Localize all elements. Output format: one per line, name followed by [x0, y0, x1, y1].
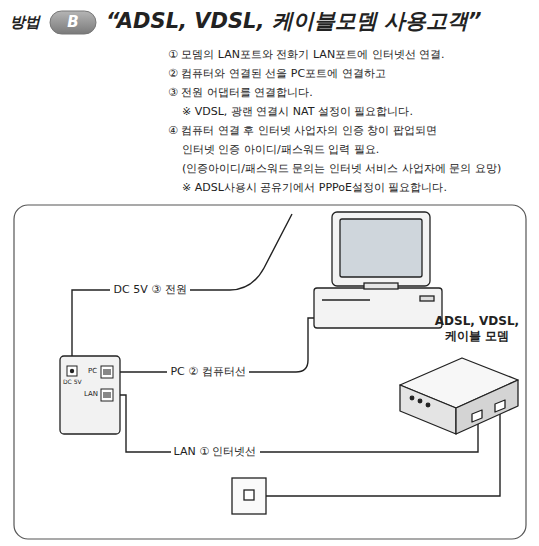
- port-label: DC 5V: [63, 378, 82, 386]
- method-letter: B: [67, 13, 78, 32]
- wall-outlet: [232, 478, 266, 514]
- port-label: LAN: [84, 390, 98, 399]
- modem: [400, 358, 518, 434]
- method-pill: [50, 11, 96, 34]
- instruction-step: ① 모뎀의 LAN포트와 전화기 LAN포트에 인터넷선 연결.: [168, 48, 445, 62]
- instruction-note: ※ ADSL사용시 공유기에서 PPPoE설정이 필요합니다.: [182, 181, 447, 195]
- cables: [72, 214, 500, 496]
- diagram-frame: [14, 205, 526, 539]
- instruction-step: ③ 전원 어댑터를 연결합니다.: [168, 86, 313, 100]
- instruction-step: 인터넷 인증 아이디/패스워드 입력 필요.: [182, 143, 379, 157]
- router: [60, 356, 120, 434]
- cable-label: LAN ① 인터넷선: [171, 445, 260, 459]
- method-word: 방법: [10, 13, 40, 32]
- page-title: “ADSL, VDSL, 케이블모뎀 사용고객”: [106, 8, 482, 34]
- computer: [314, 212, 442, 328]
- instruction-step: ② 컴퓨터와 연결된 선을 PC포트에 연결하고: [168, 67, 386, 81]
- instruction-step: ④ 컴퓨터 연결 후 인터넷 사업자의 인증 창이 팝업되면: [168, 124, 437, 138]
- instruction-step: (인증아이디/패스워드 문의는 인터넷 서비스 사업자에 문의 요망): [182, 162, 501, 176]
- cable-label: DC 5V ③ 전원: [110, 283, 189, 297]
- cable-label: PC ② 컴퓨터선: [167, 365, 248, 379]
- port-label: PC: [88, 367, 97, 376]
- modem-label: ADSL, VDSL, 케이블 모뎀: [432, 314, 522, 344]
- instruction-note: ※ VDSL, 광랜 연결시 NAT 설정이 필요합니다.: [182, 105, 413, 119]
